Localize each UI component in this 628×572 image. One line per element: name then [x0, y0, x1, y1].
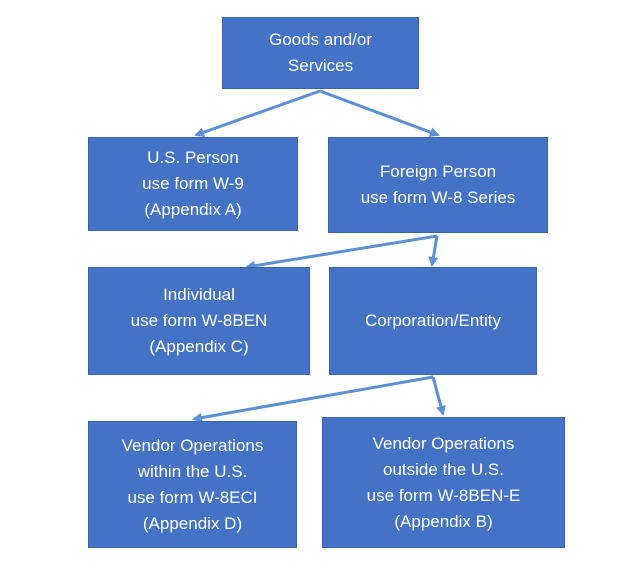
node-corporation-entity: Corporation/Entity	[329, 267, 537, 375]
node-label-line: U.S. Person	[147, 148, 239, 167]
node-label-line: use form W-8ECI	[127, 487, 258, 507]
node-individual: Individual use form W-8BEN (Appendix C)	[88, 267, 310, 375]
arrow-root-to-foreign-person	[319, 89, 440, 137]
node-label-line: Vendor Operations	[372, 433, 515, 453]
arrow-foreign-to-individual	[245, 234, 438, 271]
node-label-line: use form W-8BEN	[130, 311, 268, 330]
node-vendor-outside-us: Vendor Operations outside the U.S. use for…	[322, 417, 565, 548]
node-label-line: (Appendix C)	[149, 337, 249, 356]
node-label-line: Services	[287, 56, 354, 75]
node-label-line: Corporation/Entity	[364, 311, 502, 330]
node-label-line: (Appendix B)	[394, 511, 493, 531]
node-us-person: U.S. Person use form W-9 (Appendix A)	[88, 137, 298, 231]
arrow-corporation-to-vendor-outside	[431, 376, 446, 416]
node-foreign-person: Foreign Person use form W-8 Series	[328, 137, 548, 233]
node-label-line: use form W-8 Series	[360, 188, 516, 207]
node-label-line: use form W-8BEN-E	[366, 485, 521, 505]
node-label-line: outside the U.S.	[383, 459, 504, 479]
node-label-line: within the U.S.	[137, 461, 248, 481]
arrow-foreign-to-corporation	[428, 235, 439, 267]
node-label-line: Vendor Operations	[121, 435, 264, 455]
node-label-line: use form W-9	[142, 174, 244, 193]
node-label-line: Foreign Person	[379, 162, 497, 181]
node-vendor-within-us: Vendor Operations within the U.S. use form…	[88, 421, 297, 548]
node-label-line: Goods and/or	[268, 30, 372, 49]
node-label-line: (Appendix D)	[142, 513, 243, 533]
arrow-root-to-us-person	[194, 89, 321, 138]
node-label-line: (Appendix A)	[144, 200, 242, 219]
arrow-corporation-to-vendor-within	[192, 375, 434, 423]
node-label-line: Individual	[163, 285, 235, 304]
